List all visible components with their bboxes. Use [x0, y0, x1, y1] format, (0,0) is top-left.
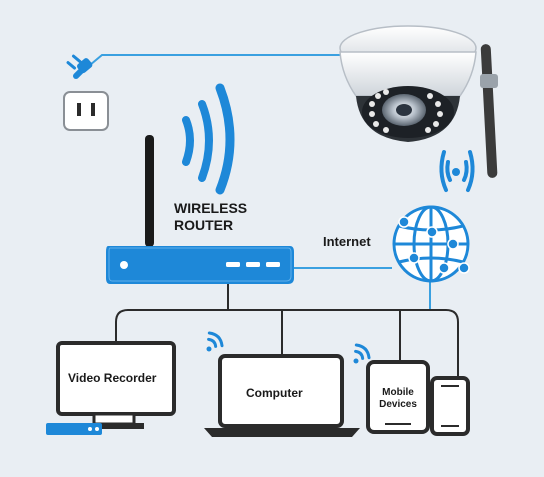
wifi-signal-icon: [182, 83, 235, 195]
mobile-devices-label-line1: Mobile: [382, 387, 414, 398]
video-recorder-device: [46, 341, 176, 435]
power-outlet-icon: [63, 91, 109, 131]
video-recorder-label: Video Recorder: [68, 371, 157, 385]
router-label-line1: WIRELESS: [174, 200, 247, 216]
power-cable: [83, 54, 340, 71]
computer-label: Computer: [246, 386, 303, 400]
dome-camera-icon: [339, 25, 498, 178]
wifi-signal-icon: [439, 150, 475, 192]
power-plug-icon: [66, 54, 93, 79]
device-bus-line: [115, 309, 459, 378]
wireless-router: [106, 135, 294, 284]
wifi-signal-icon: [353, 343, 371, 364]
router-label-line2: ROUTER: [174, 217, 233, 233]
wifi-signal-icon: [206, 331, 224, 352]
mobile-devices: [366, 360, 470, 436]
globe-icon: [392, 205, 470, 283]
computer-device: [204, 354, 360, 437]
internet-label: Internet: [323, 234, 371, 249]
mobile-devices-label-line2: Devices: [379, 399, 417, 410]
